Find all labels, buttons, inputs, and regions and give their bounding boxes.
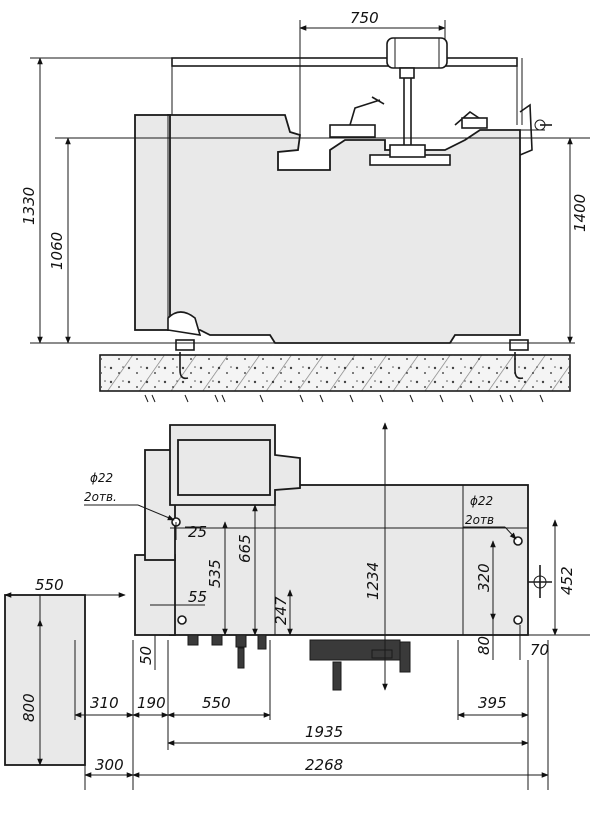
dim-1935: 1935: [305, 723, 343, 741]
dim-25: 25: [188, 523, 207, 541]
plan-view: 550 800 ϕ22 2отв. ϕ22 2отв 25 535 665 12…: [4, 422, 590, 790]
dim-1330: 1330: [20, 187, 38, 225]
dim-300: 300: [95, 756, 124, 774]
dim-80: 80: [475, 636, 493, 655]
hole-note-left-count: 2отв.: [84, 490, 117, 504]
hole-right-bottom: [513, 615, 523, 625]
dim-55: 55: [188, 588, 207, 606]
dim-1060: 1060: [48, 232, 66, 270]
hole-note-right-diameter: ϕ22: [470, 494, 493, 508]
dim-70: 70: [530, 641, 549, 659]
hole-note-right-count: 2отв: [465, 513, 494, 527]
dim-190: 190: [137, 694, 166, 712]
dim-50: 50: [137, 646, 155, 665]
top-rail: [171, 57, 518, 67]
dim-2268: 2268: [305, 756, 343, 774]
hole-left-bottom: [177, 615, 187, 625]
dim-310: 310: [90, 694, 119, 712]
dim-535: 535: [206, 559, 224, 588]
plan-side-cabinet: [4, 594, 86, 766]
plan-bed: [169, 484, 529, 636]
motor-head: [386, 37, 448, 69]
machine-body: [167, 114, 521, 344]
hole-note-left-diameter: ϕ22: [90, 471, 113, 485]
front-view: 750 1330 1060 1400: [20, 9, 590, 403]
dim-750: 750: [350, 9, 379, 27]
dim-1400: 1400: [571, 194, 589, 232]
dim-550-bottom: 550: [202, 694, 231, 712]
dim-395: 395: [478, 694, 507, 712]
dim-665: 665: [236, 534, 254, 563]
dim-320: 320: [475, 563, 493, 592]
dim-247: 247: [272, 596, 290, 625]
dim-550-left: 550: [35, 576, 64, 594]
dim-452: 452: [558, 566, 576, 595]
dim-1234: 1234: [364, 562, 382, 600]
dim-800: 800: [20, 693, 38, 722]
